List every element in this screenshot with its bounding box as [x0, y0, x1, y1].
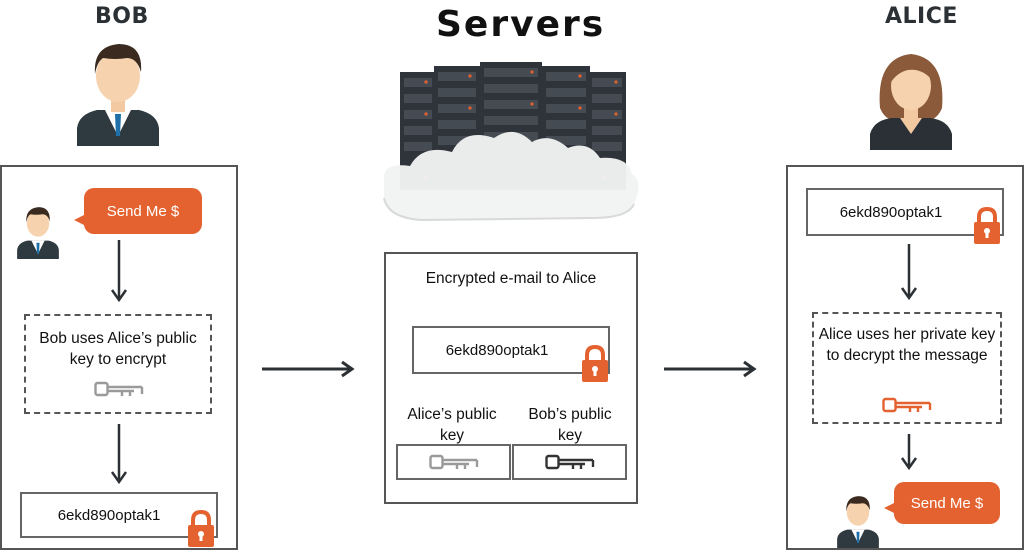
alice-public-key-label: Alice’s public key — [407, 406, 497, 444]
bob-public-key-label: Bob’s public key — [528, 406, 612, 444]
server-heading: Encrypted e-mail to Alice — [425, 270, 597, 287]
bob-encrypt-step — [24, 314, 212, 414]
alice-public-key-box — [396, 444, 511, 480]
bob-cipher-box: 6ekd890optak1 — [20, 492, 218, 538]
arrow-down-icon — [900, 244, 918, 301]
server-rack-icon — [383, 62, 639, 222]
bob-cipher-text: 6ekd890optak1 — [57, 506, 161, 524]
bob-public-key-box — [512, 444, 627, 480]
alice-cipher-box: 6ekd890optak1 — [806, 188, 1004, 236]
arrow-right-icon — [664, 360, 757, 378]
page-title: Servers — [436, 4, 606, 45]
arrow-down-icon — [110, 424, 128, 485]
lock-icon — [582, 344, 608, 382]
alice-decrypt-text: Alice uses her private key to decrypt th… — [818, 326, 996, 364]
key-icon — [544, 454, 594, 470]
server-cipher-text: 6ekd890optak1 — [445, 341, 549, 359]
server-cipher-box: 6ekd890optak1 — [412, 326, 610, 374]
alice-cipher-text: 6ekd890optak1 — [839, 203, 943, 221]
alice-avatar-icon — [870, 54, 952, 150]
key-icon — [882, 397, 932, 413]
lock-icon — [974, 206, 1000, 244]
bob-send-bubble: Send Me $ — [84, 188, 202, 234]
alice-name: ALICE — [885, 4, 958, 29]
bob-avatar-icon — [77, 44, 159, 146]
alice-send-bubble: Send Me $ — [894, 482, 1000, 524]
alice-decrypt-step — [812, 312, 1002, 424]
arrow-down-icon — [900, 434, 918, 471]
bob-name: BOB — [95, 4, 149, 29]
bob-small-avatar-icon — [17, 207, 59, 259]
bob-small-avatar-icon — [837, 496, 879, 548]
lock-icon — [188, 509, 214, 547]
bob-encrypt-text: Bob uses Alice’s public key to encrypt — [39, 330, 197, 368]
key-icon — [94, 381, 144, 397]
arrow-down-icon — [110, 240, 128, 303]
key-icon — [428, 454, 478, 470]
arrow-right-icon — [262, 360, 355, 378]
